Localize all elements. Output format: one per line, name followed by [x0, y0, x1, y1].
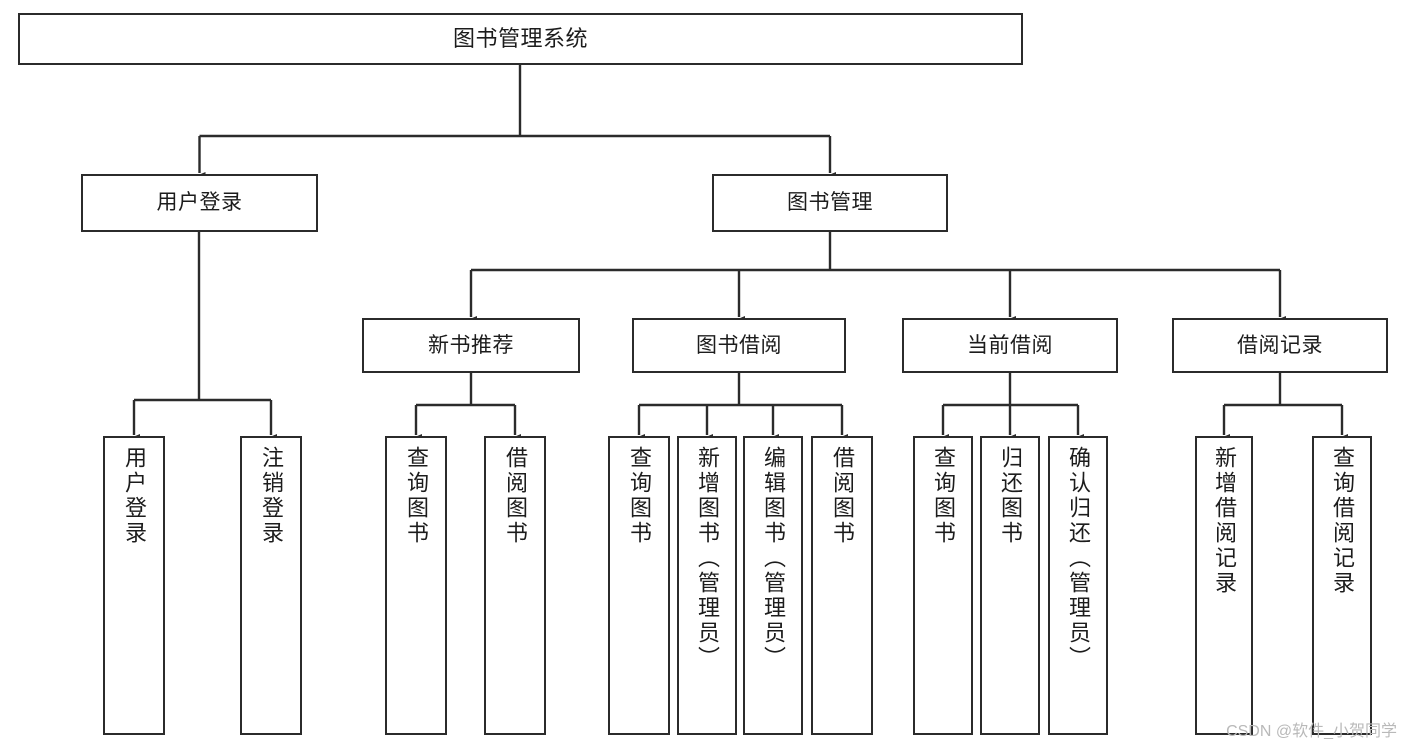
node-book-management[interactable]: 图书管理 [712, 174, 948, 232]
node-label-leaf-confirm-return-admin: 确认归还（管理员） [1066, 446, 1091, 671]
node-label-book-management: 图书管理 [787, 191, 873, 215]
node-leaf-query-book-current[interactable]: 查询图书 [913, 436, 973, 735]
node-label-book-borrow: 图书借阅 [696, 333, 782, 357]
node-leaf-query-book-borrow[interactable]: 查询图书 [608, 436, 670, 735]
node-current-borrow[interactable]: 当前借阅 [902, 318, 1118, 373]
node-leaf-return-book[interactable]: 归还图书 [980, 436, 1040, 735]
node-label-root: 图书管理系统 [452, 25, 588, 51]
node-leaf-query-book-recommend[interactable]: 查询图书 [385, 436, 447, 735]
node-label-borrow-record: 借阅记录 [1237, 333, 1323, 357]
node-leaf-confirm-return-admin[interactable]: 确认归还（管理员） [1048, 436, 1108, 735]
node-user-login[interactable]: 用户登录 [81, 174, 318, 232]
node-label-new-book-recommend: 新书推荐 [428, 333, 514, 357]
node-new-book-recommend[interactable]: 新书推荐 [362, 318, 580, 373]
edges [128, 65, 1348, 444]
node-label-user-login: 用户登录 [156, 191, 243, 215]
node-label-leaf-query-book-current: 查询图书 [931, 446, 956, 546]
node-label-current-borrow: 当前借阅 [967, 333, 1053, 357]
node-label-leaf-add-book-admin: 新增图书（管理员） [695, 446, 720, 671]
node-leaf-add-book-admin[interactable]: 新增图书（管理员） [677, 436, 737, 735]
node-label-leaf-return-book: 归还图书 [998, 446, 1023, 546]
node-leaf-edit-book-admin[interactable]: 编辑图书（管理员） [743, 436, 803, 735]
node-leaf-borrow-book[interactable]: 借阅图书 [811, 436, 873, 735]
node-label-leaf-edit-book-admin: 编辑图书（管理员） [761, 446, 786, 671]
node-label-leaf-logout: 注销登录 [259, 446, 284, 546]
node-leaf-logout[interactable]: 注销登录 [240, 436, 302, 735]
node-leaf-user-login[interactable]: 用户登录 [103, 436, 165, 735]
node-label-leaf-borrow-book: 借阅图书 [830, 446, 855, 546]
node-root[interactable]: 图书管理系统 [18, 13, 1023, 65]
node-label-leaf-query-borrow-record: 查询借阅记录 [1330, 446, 1355, 596]
node-leaf-add-borrow-record[interactable]: 新增借阅记录 [1195, 436, 1253, 735]
node-label-leaf-query-book-borrow: 查询图书 [627, 446, 652, 546]
node-label-leaf-add-borrow-record: 新增借阅记录 [1212, 446, 1237, 596]
watermark: CSDN @软件_小贺同学 [1226, 723, 1397, 740]
node-label-leaf-borrow-book-recommend: 借阅图书 [503, 446, 528, 546]
node-label-leaf-user-login: 用户登录 [122, 446, 147, 546]
node-leaf-query-borrow-record[interactable]: 查询借阅记录 [1312, 436, 1372, 735]
node-book-borrow[interactable]: 图书借阅 [632, 318, 846, 373]
node-leaf-borrow-book-recommend[interactable]: 借阅图书 [484, 436, 546, 735]
node-borrow-record[interactable]: 借阅记录 [1172, 318, 1388, 373]
node-label-leaf-query-book-recommend: 查询图书 [404, 446, 429, 546]
